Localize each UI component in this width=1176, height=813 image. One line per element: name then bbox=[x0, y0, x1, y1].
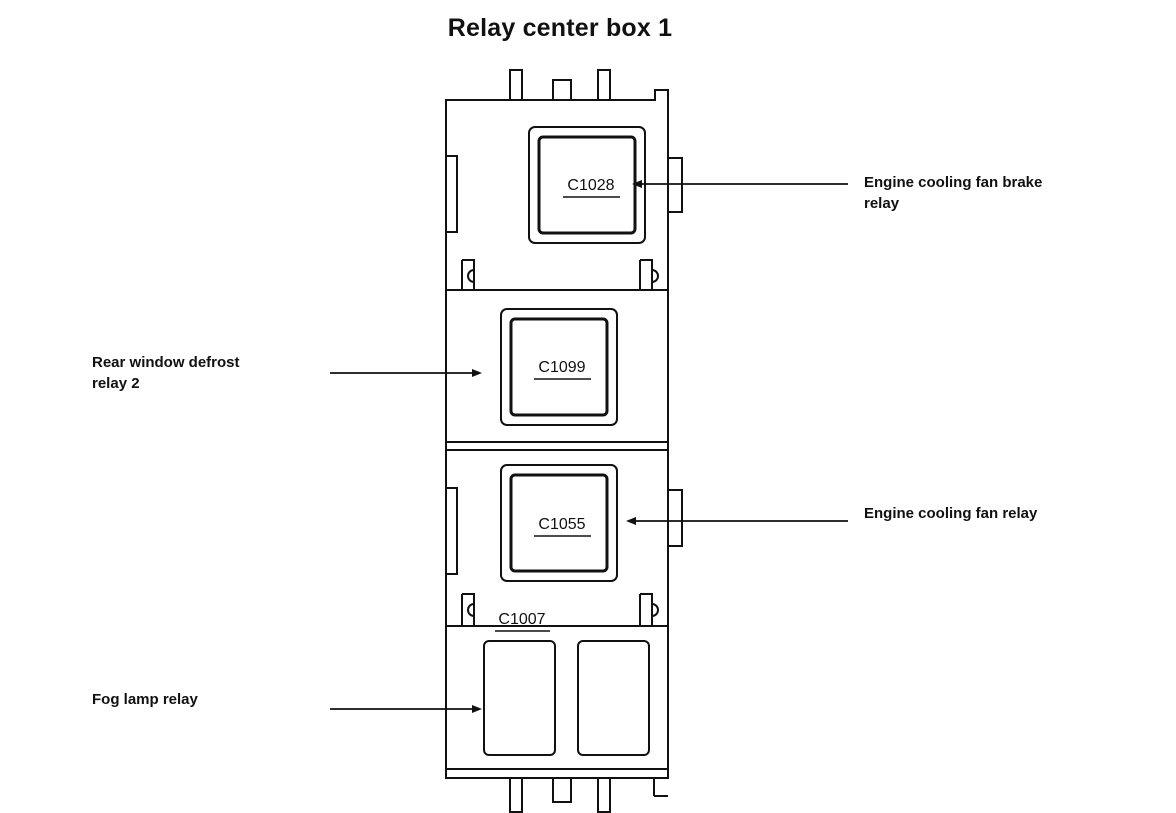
arrow-c1007-head bbox=[472, 705, 482, 713]
left-clip-lower-round bbox=[467, 603, 475, 617]
arrow-c1055-head bbox=[626, 517, 636, 525]
right-clip-upper bbox=[639, 259, 653, 290]
engine-cooling-fan-relay-label: Engine cooling fan relay bbox=[864, 505, 1038, 522]
left-notch-lower bbox=[446, 487, 458, 575]
c1099-code: C1099 bbox=[538, 359, 585, 376]
engine-cooling-fan-brake-relay-label-line2: relay bbox=[864, 195, 900, 212]
housing-outline bbox=[445, 89, 669, 779]
c1028-code: C1028 bbox=[567, 177, 614, 194]
right-clip-lower-round bbox=[651, 603, 659, 617]
relay-c1099-outer bbox=[500, 308, 618, 426]
engine-cooling-fan-brake-relay-label-line1: Engine cooling fan brake bbox=[864, 174, 1043, 191]
rear-window-defrost-relay-2-label-line1: Rear window defrost bbox=[92, 354, 240, 371]
right-clip-upper-round bbox=[651, 269, 659, 283]
top-pin-right bbox=[597, 69, 611, 101]
rear-window-defrost-relay-2-label-line2: relay 2 bbox=[92, 375, 140, 392]
engine-cooling-fan-brake-relay-label: Engine cooling fan brake relay bbox=[864, 172, 1042, 214]
right-tab-upper bbox=[668, 157, 683, 213]
top-pin-left bbox=[509, 69, 523, 101]
rear-window-defrost-relay-2-label: Rear window defrost relay 2 bbox=[92, 352, 240, 394]
relay-c1099-inner bbox=[509, 317, 609, 417]
arrow-c1028-head bbox=[632, 180, 642, 188]
relay-c1007-socket-right bbox=[577, 640, 650, 756]
bottom-pin-left bbox=[509, 777, 523, 813]
left-notch-upper bbox=[446, 155, 458, 233]
bottom-pin-right bbox=[597, 777, 611, 813]
top-pin-center bbox=[552, 79, 572, 101]
fog-lamp-relay-label: Fog lamp relay bbox=[92, 691, 198, 708]
relay-box-housing bbox=[445, 69, 683, 813]
left-clip-upper-round bbox=[467, 269, 475, 283]
left-clip-upper bbox=[461, 259, 475, 290]
diagram-title: Relay center box 1 bbox=[447, 14, 673, 42]
arrow-c1099-head bbox=[472, 369, 482, 377]
relay-c1055-inner bbox=[509, 473, 609, 573]
relay-c1028-outer bbox=[528, 126, 646, 244]
callout-arrows bbox=[330, 180, 848, 713]
right-tab-lower bbox=[668, 489, 683, 547]
relay-c1055-outer bbox=[500, 464, 618, 582]
bottom-pin-center bbox=[552, 777, 572, 803]
c1055-code: C1055 bbox=[538, 516, 585, 533]
relay-c1007-socket-left bbox=[483, 640, 556, 756]
c1007-code: C1007 bbox=[498, 611, 545, 628]
